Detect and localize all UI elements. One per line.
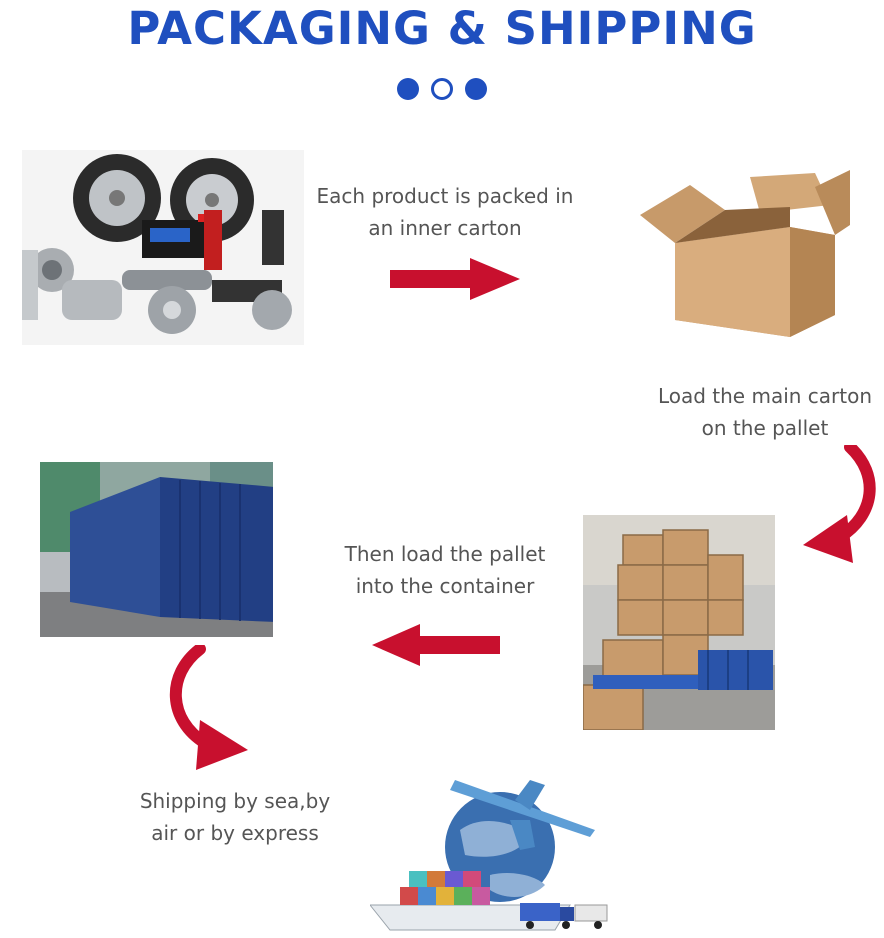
- arrow-left-icon: [372, 624, 500, 670]
- caption-line: air or by express: [151, 821, 319, 845]
- title-divider-dots: [0, 78, 884, 100]
- pallet-cartons-image: [583, 515, 775, 730]
- dot-filled: [397, 78, 419, 100]
- caption-line: Load the main carton: [657, 384, 873, 408]
- dot-filled: [465, 78, 487, 100]
- caption-line: Shipping by sea,by: [139, 789, 331, 813]
- dot-hollow: [431, 78, 453, 100]
- arrow-right-icon: [390, 258, 520, 304]
- page-title: PACKAGING & SHIPPING: [127, 2, 757, 55]
- step-caption-pallet: Load the main carton on the pallet: [640, 380, 884, 444]
- step-caption-shipping: Shipping by sea,by air or by express: [110, 785, 360, 849]
- caption-line: an inner carton: [368, 216, 522, 240]
- caption-line: into the container: [355, 574, 535, 598]
- shipping-container-image: [40, 462, 273, 637]
- step-caption-pack: Each product is packed in an inner carto…: [300, 180, 590, 244]
- caption-line: Each product is packed in: [316, 184, 574, 208]
- global-shipping-image: [370, 775, 615, 935]
- curved-arrow-icon: [795, 441, 880, 574]
- step-caption-container: Then load the pallet into the container: [320, 538, 570, 602]
- carton-box-image: [630, 165, 855, 345]
- caption-line: on the pallet: [701, 416, 829, 440]
- auto-parts-image: [22, 150, 304, 345]
- caption-line: Then load the pallet: [344, 542, 546, 566]
- curved-arrow-icon: [160, 643, 255, 779]
